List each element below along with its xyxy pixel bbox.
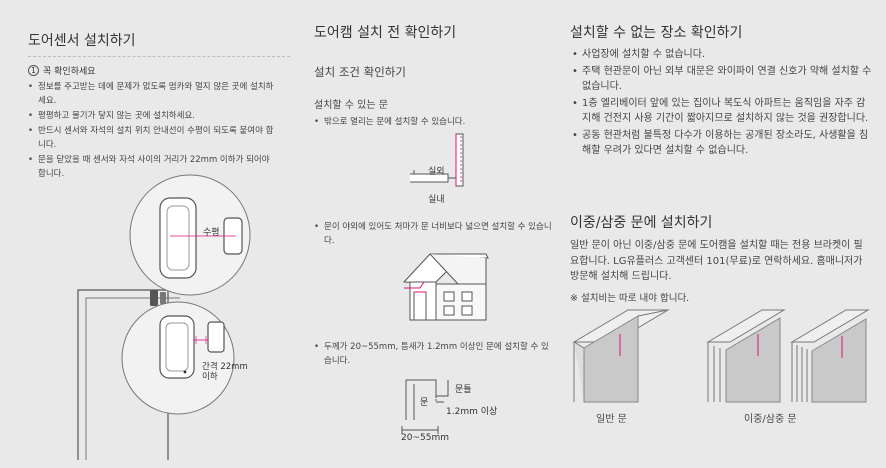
list-item: 두께가 20~55mm, 틈새가 1.2mm 이상인 문에 설치할 수 있습니다… — [314, 340, 554, 368]
door-label: 문 — [420, 398, 429, 408]
list-item: 정보를 주고받는 데에 문제가 없도록 멈카와 멀지 않은 곳에 설치하세요. — [28, 80, 278, 108]
double-door-caption: 이중/삼중 문 — [744, 414, 797, 425]
sensor-install-illustration — [77, 174, 251, 460]
list-item: 공동 현관처럼 불특정 다수가 이용하는 공개된 장소라도, 사생활을 침해할 … — [572, 128, 872, 159]
list-item: 문을 닫았을 때 센서와 자석 사이의 거리가 22mm 이하가 되어야 합니다… — [28, 153, 278, 181]
section-title: 도어센서 설치하기 — [28, 33, 136, 49]
notice-title: 꼭 확인하세요 — [43, 67, 96, 77]
list-item: 주택 현관문이 아닌 외부 대문은 와이파이 연결 신호가 약해 설치할 수 없… — [572, 64, 872, 95]
outside-label: 실외 — [428, 167, 445, 177]
door-sensor-section: 도어센서 설치하기 1 꼭 확인하세요 정보를 주고받는 데에 문제가 없도록 멈… — [0, 0, 300, 468]
door-thickness-illustration — [401, 379, 449, 434]
list-item: 1층 엘리베이터 앞에 있는 집이나 복도식 아파트는 움직임을 자주 감지해 … — [572, 96, 872, 127]
gap-label-below: 이하 — [202, 372, 218, 382]
condition-item-1: 밖으로 열리는 문에 설치할 수 있습니다. — [314, 115, 552, 130]
section-title: 설치할 수 없는 장소 확인하기 — [570, 25, 743, 41]
number-badge: 1 — [28, 65, 39, 76]
condition-item-3: 두께가 20~55mm, 틈새가 1.2mm 이상인 문에 설치할 수 있습니다… — [314, 340, 554, 369]
installable-door-label: 설치할 수 있는 문 — [314, 100, 388, 111]
notice-heading: 1 꼭 확인하세요 — [28, 64, 96, 77]
fee-note: ※ 설치비는 따로 내야 합니다. — [570, 293, 690, 304]
doorcam-check-section: 도어캠 설치 전 확인하기 설치 조건 확인하기 설치할 수 있는 문 밖으로 … — [300, 0, 558, 468]
horizontal-label: 수평 — [203, 228, 220, 238]
list-item: 평평하고 물기가 닿지 않는 곳에 설치하세요. — [28, 109, 278, 123]
outward-door-illustration — [410, 133, 464, 187]
condition-item-2: 문이 야외에 있어도 처마가 문 너비보다 넓으면 설치할 수 있습니다. — [314, 220, 554, 249]
list-item: 반드시 센서와 자석의 설치 위치 안내선이 수평이 되도록 붙여야 합니다. — [28, 124, 278, 152]
section-title: 도어캠 설치 전 확인하기 — [314, 25, 457, 41]
normal-door-illustration — [572, 309, 670, 403]
normal-door-caption: 일반 문 — [596, 414, 627, 425]
list-item: 문이 야외에 있어도 처마가 문 너비보다 넓으면 설치할 수 있습니다. — [314, 220, 554, 248]
divider — [28, 56, 290, 57]
subsection-title: 설치 조건 확인하기 — [314, 65, 406, 79]
notice-list: 정보를 주고받는 데에 문제가 없도록 멈카와 멀지 않은 곳에 설치하세요. … — [28, 80, 278, 182]
double-door-illustration-b — [790, 309, 870, 403]
list-item: 밖으로 열리는 문에 설치할 수 있습니다. — [314, 115, 552, 129]
house-eaves-illustration — [402, 253, 489, 321]
double-door-title: 이중/삼중 문에 설치하기 — [570, 215, 713, 231]
gap-label: 간격 22mm — [202, 362, 248, 372]
double-door-body: 일반 문이 아닌 이중/삼중 문에 도어캠을 설치할 때는 전용 브라켓이 필요… — [570, 240, 863, 282]
thickness-dimension-label: 20~55mm — [401, 433, 449, 443]
list-item: 사업장에 설치할 수 없습니다. — [572, 47, 872, 63]
gap-dimension-label: 1.2mm 이상 — [446, 407, 498, 417]
double-door-illustration-a — [706, 309, 786, 403]
restriction-list: 사업장에 설치할 수 없습니다. 주택 현관문이 아닌 외부 대문은 와이파이 … — [572, 47, 872, 160]
restrictions-section: 설치할 수 없는 장소 확인하기 사업장에 설치할 수 없습니다. 주택 현관문… — [558, 0, 886, 468]
frame-label: 문틀 — [455, 385, 472, 395]
inside-label: 실내 — [428, 195, 445, 205]
